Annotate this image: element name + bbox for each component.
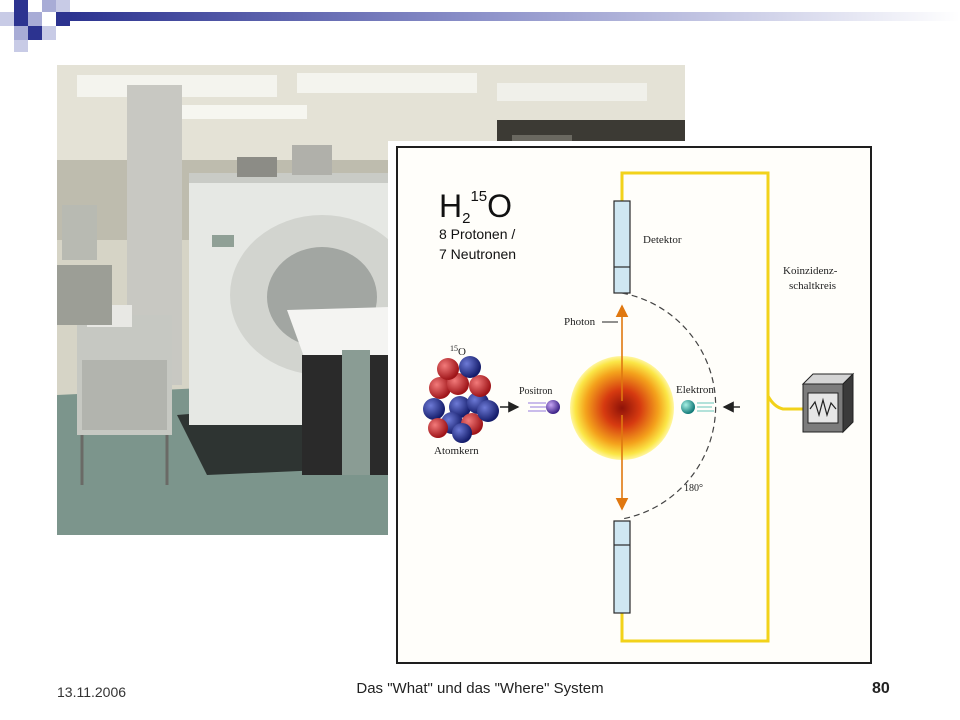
header-square	[14, 26, 28, 40]
koinzidenz-label-line-2: schaltkreis	[789, 280, 836, 292]
formula-h: H	[439, 188, 462, 224]
composition-line-2: 7 Neutronen	[439, 246, 516, 262]
header-square	[56, 0, 70, 12]
angle-label: 180°	[684, 483, 703, 494]
positron-trail	[528, 402, 546, 412]
page-number: 80	[872, 680, 890, 697]
positron-label: Positron	[519, 386, 552, 397]
koinzidenz-label-line-1: Koinzidenz-	[783, 265, 838, 277]
coincidence-monitor-icon	[801, 372, 855, 434]
header-square	[42, 0, 56, 12]
header-square	[14, 40, 28, 52]
formula-text: H215O	[439, 188, 512, 227]
header-square	[42, 26, 56, 40]
isotope-superscript: 15	[450, 344, 458, 353]
formula-subscript: 2	[462, 210, 470, 227]
positron-particle	[546, 400, 560, 414]
atom-nucleus	[423, 356, 499, 443]
footer-title: Das "What" und das "Where" System	[356, 680, 604, 697]
detector-top	[613, 200, 631, 294]
header-square	[0, 12, 14, 26]
coincidence-circuit-branch	[766, 395, 803, 411]
header-square	[56, 12, 70, 26]
detektor-label: Detektor	[643, 234, 682, 246]
elektron-label: Elektron	[676, 384, 714, 396]
header-square	[28, 26, 42, 40]
composition-line-1: 8 Protonen /	[439, 226, 515, 242]
annihilation-glow	[570, 356, 674, 460]
header-square	[28, 12, 42, 26]
electron-trail	[697, 402, 714, 412]
header-square	[14, 12, 28, 26]
footer-date: 13.11.2006	[57, 684, 127, 700]
photon-180-arc	[621, 292, 717, 520]
pet-principle-diagram: H215O 8 Protonen / 7 Neutronen Detektor …	[388, 141, 880, 676]
slide-header-decoration	[0, 0, 960, 52]
atomkern-label: Atomkern	[434, 445, 479, 457]
formula-o: O	[487, 188, 512, 224]
coincidence-circuit-path	[620, 171, 770, 643]
formula-superscript: 15	[470, 188, 487, 205]
photon-label: Photon	[564, 316, 596, 328]
detector-bottom	[613, 520, 631, 614]
header-square	[14, 0, 28, 12]
isotope-o: O	[458, 346, 466, 358]
electron-particle	[681, 400, 695, 414]
header-square	[28, 0, 42, 12]
isotope-label: 15O	[450, 344, 466, 358]
header-gradient-bar	[70, 12, 960, 21]
